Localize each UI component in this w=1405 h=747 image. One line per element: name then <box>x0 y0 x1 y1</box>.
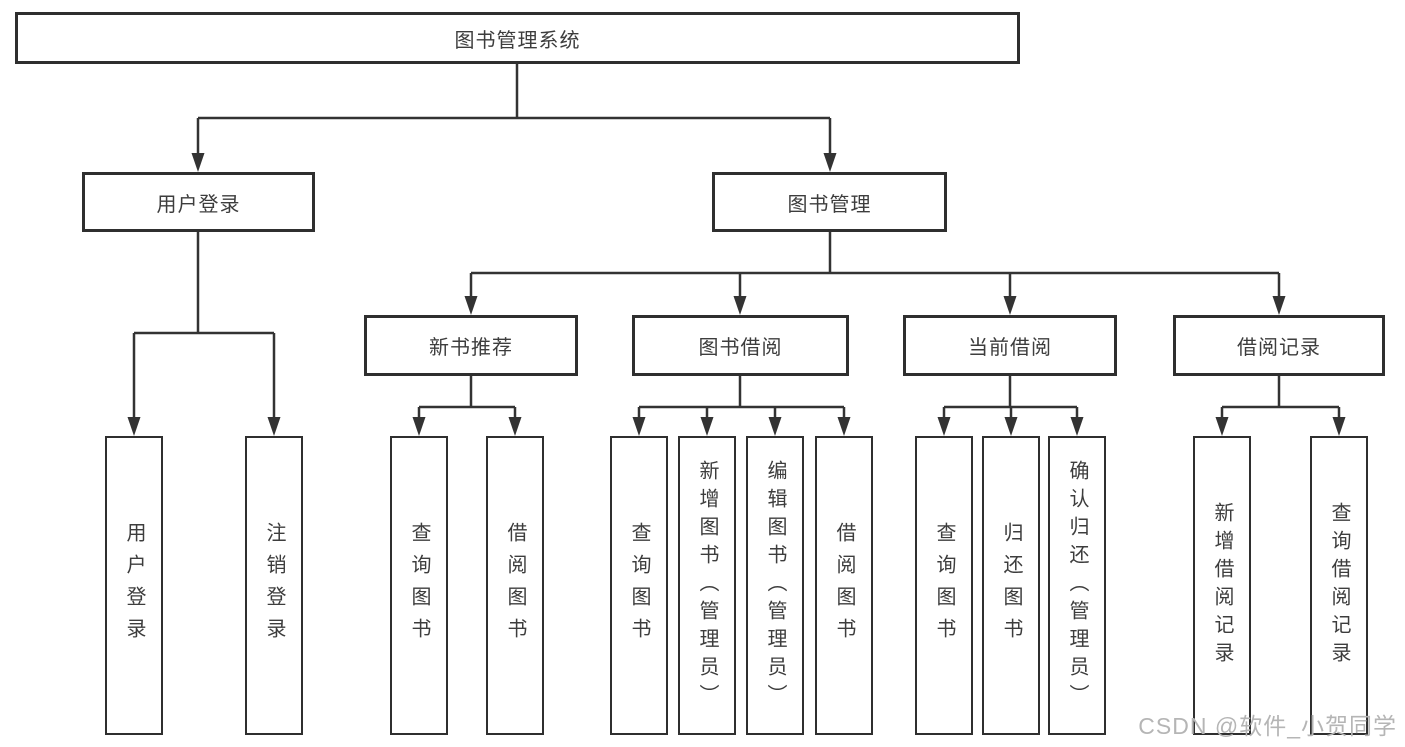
node-book-borrow: 图书借阅 <box>632 315 849 376</box>
leaf-query-books: 查询图书 <box>610 436 668 735</box>
node-label: 查询图书 <box>933 521 955 650</box>
node-label: 借阅图书 <box>504 521 526 650</box>
node-new-book-recommend: 新书推荐 <box>364 315 578 376</box>
node-label: 借阅图书 <box>833 521 855 650</box>
arrow-down-icon <box>1070 417 1084 436</box>
leaf-query-borrow-record: 查询借阅记录 <box>1310 436 1368 735</box>
node-label: 查询借阅记录 <box>1328 501 1350 670</box>
arrow-down-icon <box>1272 296 1286 315</box>
node-label: 新增图书（管理员） <box>696 459 718 712</box>
node-system-root: 图书管理系统 <box>15 12 1020 64</box>
node-book-management: 图书管理 <box>712 172 947 232</box>
leaf-borrow-books: 借阅图书 <box>815 436 873 735</box>
leaf-user-login: 用户登录 <box>105 436 163 735</box>
connector-userlogin-to-leaves <box>127 232 281 436</box>
node-label: 查询图书 <box>408 521 430 650</box>
node-label: 编辑图书（管理员） <box>764 459 786 712</box>
arrow-down-icon <box>508 417 522 436</box>
connector-borrowrecord-to-leaves <box>1215 376 1346 436</box>
arrow-down-icon <box>1004 417 1018 436</box>
csdn-watermark: CSDN @软件_小贺同学 <box>1138 713 1397 739</box>
leaf-return-books: 归还图书 <box>982 436 1040 735</box>
node-label: 新增借阅记录 <box>1211 501 1233 670</box>
node-label: 归还图书 <box>1000 521 1022 650</box>
connector-bookborrow-to-leaves <box>632 376 851 436</box>
leaf-query-books: 查询图书 <box>390 436 448 735</box>
leaf-edit-books-admin: 编辑图书（管理员） <box>746 436 804 735</box>
arrow-down-icon <box>823 153 837 172</box>
node-label: 用户登录 <box>123 521 145 650</box>
arrow-down-icon <box>127 417 141 436</box>
arrow-down-icon <box>733 296 747 315</box>
node-borrow-record: 借阅记录 <box>1173 315 1385 376</box>
arrow-down-icon <box>937 417 951 436</box>
connector-newbook-to-leaves <box>412 376 522 436</box>
leaf-logout: 注销登录 <box>245 436 303 735</box>
node-label: 注销登录 <box>263 521 285 650</box>
leaf-add-borrow-record: 新增借阅记录 <box>1193 436 1251 735</box>
node-label: 当前借阅 <box>968 337 1052 359</box>
connector-currentborrow-to-leaves <box>937 376 1084 436</box>
arrow-down-icon <box>837 417 851 436</box>
arrow-down-icon <box>1332 417 1346 436</box>
node-user-login: 用户登录 <box>82 172 315 232</box>
arrow-down-icon <box>412 417 426 436</box>
node-label: 确认归还（管理员） <box>1066 459 1088 712</box>
node-label: 图书借阅 <box>698 337 783 359</box>
connector-bookmgmt-to-level3 <box>464 232 1286 315</box>
arrow-down-icon <box>700 417 714 436</box>
arrow-down-icon <box>632 417 646 436</box>
leaf-borrow-books: 借阅图书 <box>486 436 544 735</box>
arrow-down-icon <box>768 417 782 436</box>
node-label: 用户登录 <box>156 193 241 216</box>
arrow-down-icon <box>1215 417 1229 436</box>
arrow-down-icon <box>267 417 281 436</box>
connector-root-to-level2 <box>191 64 837 172</box>
node-label: 借阅记录 <box>1237 337 1321 359</box>
leaf-add-books-admin: 新增图书（管理员） <box>678 436 736 735</box>
node-label: 图书管理系统 <box>454 29 581 52</box>
arrow-down-icon <box>191 153 205 172</box>
leaf-query-books: 查询图书 <box>915 436 973 735</box>
node-label: 新书推荐 <box>429 337 513 359</box>
leaf-confirm-return-admin: 确认归还（管理员） <box>1048 436 1106 735</box>
arrow-down-icon <box>1003 296 1017 315</box>
node-label: 图书管理 <box>787 193 872 216</box>
node-current-borrow: 当前借阅 <box>903 315 1117 376</box>
arrow-down-icon <box>464 296 478 315</box>
node-label: 查询图书 <box>628 521 650 650</box>
